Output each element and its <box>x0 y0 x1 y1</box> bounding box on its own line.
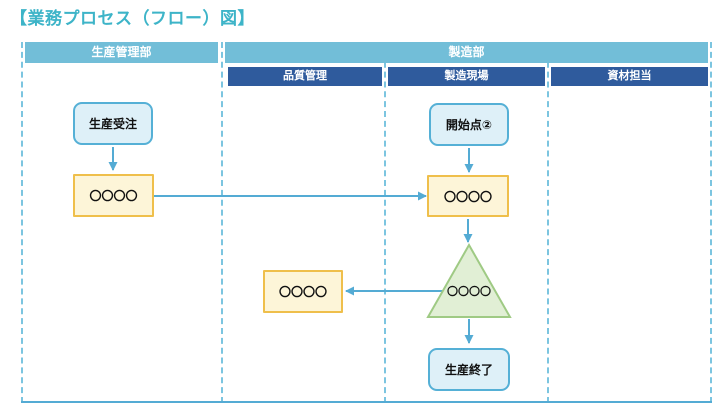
sub-lane-header-quality: 品質管理 <box>228 67 382 86</box>
lane-divider-quality-floor <box>384 42 386 403</box>
node-task2: 〇〇〇〇 <box>427 175 509 217</box>
lane-divider-mgmt-mfg <box>221 42 223 403</box>
node-start-point2: 開始点② <box>429 103 509 146</box>
node-task3: 〇〇〇〇 <box>263 270 343 313</box>
diagram-bottom-border <box>21 401 712 403</box>
lane-header-production-mgmt: 生産管理部 <box>25 42 218 63</box>
node-production-order: 生産受注 <box>73 102 153 145</box>
lane-divider-floor-materials <box>547 42 549 403</box>
lane-header-manufacturing: 製造部 <box>225 42 708 63</box>
triangle-node-shape <box>426 242 512 318</box>
lane-divider-right <box>710 42 712 403</box>
node-triangle-label: 〇〇〇〇 <box>447 286 491 298</box>
sub-lane-header-materials: 資材担当 <box>551 67 708 86</box>
sub-lane-header-floor: 製造現場 <box>388 67 545 86</box>
node-production-end: 生産終了 <box>428 348 510 391</box>
node-task1: 〇〇〇〇 <box>73 174 154 217</box>
lane-divider-left <box>21 42 23 403</box>
page-title: 【業務プロセス（フロー）図】 <box>10 9 255 28</box>
